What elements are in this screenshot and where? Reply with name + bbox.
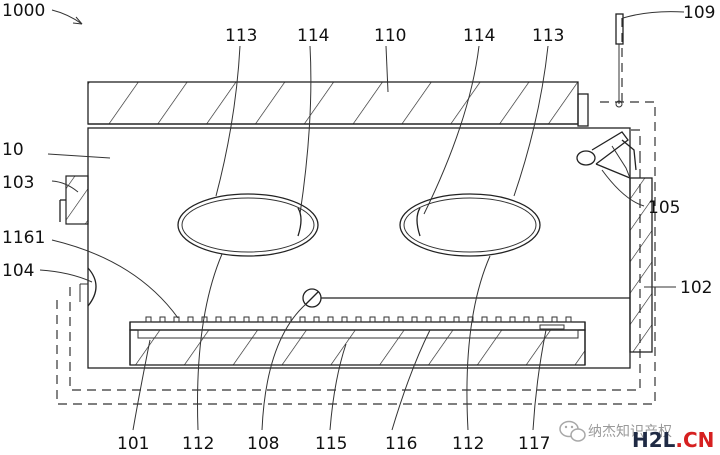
leader-lines xyxy=(39,9,685,431)
label-105: 105 xyxy=(648,198,680,218)
plate-tooth xyxy=(173,316,180,323)
label-112-right: 112 xyxy=(452,434,484,454)
plate-teeth-116 xyxy=(145,316,572,323)
plate-tooth xyxy=(187,316,194,323)
plate-tooth xyxy=(229,316,236,323)
brand-logo: H2L.CN xyxy=(632,428,714,452)
sensor-108 xyxy=(302,288,630,308)
cover-110 xyxy=(87,81,579,129)
label-117: 117 xyxy=(518,434,550,454)
plate-tooth xyxy=(523,316,530,323)
component-105 xyxy=(576,131,637,179)
label-114-right: 114 xyxy=(463,26,495,46)
brand-h2l: H2L xyxy=(632,428,676,452)
left-fitting-103 xyxy=(59,175,89,225)
label-109: 109 xyxy=(683,3,715,23)
plate-tooth xyxy=(467,316,474,323)
plate-tooth xyxy=(453,316,460,323)
tray-assembly xyxy=(129,321,586,366)
plate-tooth xyxy=(271,316,278,323)
plate-tooth xyxy=(159,316,166,323)
plate-tooth xyxy=(495,316,502,323)
plate-tooth xyxy=(215,316,222,323)
plate-tooth xyxy=(285,316,292,323)
label-101: 101 xyxy=(117,434,149,454)
plate-tooth xyxy=(341,316,348,323)
label-114-left: 114 xyxy=(297,26,329,46)
plate-tooth xyxy=(537,316,544,323)
left-bulge-104 xyxy=(79,267,97,307)
label-112-left: 112 xyxy=(182,434,214,454)
watermark-text: 纳杰知识产权 xyxy=(588,423,672,440)
plate-tooth xyxy=(299,316,306,323)
label-1000: 1000 xyxy=(2,1,45,21)
plate-tooth xyxy=(383,316,390,323)
plate-tooth xyxy=(481,316,488,323)
plate-tooth xyxy=(327,316,334,323)
cover-edge xyxy=(577,93,589,127)
oval-window-left xyxy=(177,193,319,257)
plate-tooth xyxy=(355,316,362,323)
label-113-right: 113 xyxy=(532,26,564,46)
plate-tooth xyxy=(313,316,320,323)
plate-tooth xyxy=(397,316,404,323)
label-116: 116 xyxy=(385,434,417,454)
plate-tooth xyxy=(411,316,418,323)
plate-tooth xyxy=(551,316,558,323)
wechat-icon xyxy=(559,420,586,442)
plate-tooth xyxy=(439,316,446,323)
label-113-left: 113 xyxy=(225,26,257,46)
right-wall-102 xyxy=(629,177,653,353)
label-110: 110 xyxy=(374,26,406,46)
label-108: 108 xyxy=(247,434,279,454)
label-1161: 1161 xyxy=(2,228,45,248)
label-102: 102 xyxy=(680,278,712,298)
plate-tooth xyxy=(369,316,376,323)
brand-cn: .CN xyxy=(675,428,714,452)
plate-tooth xyxy=(425,316,432,323)
plate-tooth xyxy=(257,316,264,323)
rod-109 xyxy=(615,13,624,108)
label-103: 103 xyxy=(2,173,34,193)
plate-tooth xyxy=(145,316,152,323)
plate-tooth xyxy=(509,316,516,323)
plate-tooth xyxy=(243,316,250,323)
label-115: 115 xyxy=(315,434,347,454)
oval-window-right xyxy=(399,193,541,257)
watermark: 纳杰知识产权 H2L.CN xyxy=(559,420,714,452)
label-10: 10 xyxy=(2,140,24,160)
plate-tooth xyxy=(565,316,572,323)
label-104: 104 xyxy=(2,261,34,281)
